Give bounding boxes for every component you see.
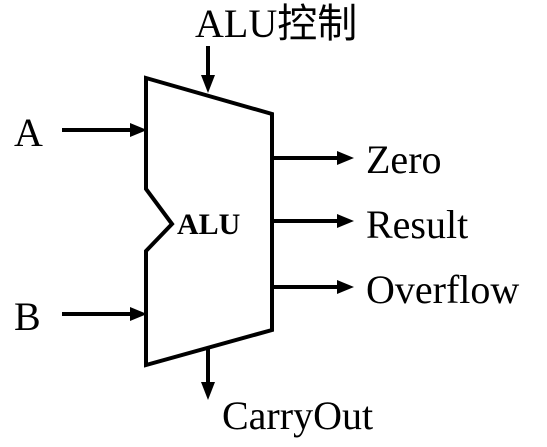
input-a-label: A — [14, 110, 43, 155]
input-b-arrowhead — [130, 307, 147, 321]
overflow-label: Overflow — [366, 267, 519, 312]
input-a-arrowhead — [130, 123, 147, 137]
overflow-arrowhead — [337, 280, 354, 294]
zero-arrowhead — [337, 151, 354, 165]
result-arrowhead — [337, 214, 354, 228]
alu-control-arrowhead — [201, 75, 215, 93]
carry-out-arrowhead — [201, 382, 215, 400]
alu-label: ALU — [177, 208, 240, 241]
alu-body — [144, 75, 274, 368]
input-b-label: B — [14, 294, 41, 339]
result-label: Result — [366, 202, 468, 247]
alu-control-label: ALU控制 — [195, 1, 357, 46]
carry-out-label: CarryOut — [222, 393, 373, 438]
zero-label: Zero — [366, 137, 442, 182]
